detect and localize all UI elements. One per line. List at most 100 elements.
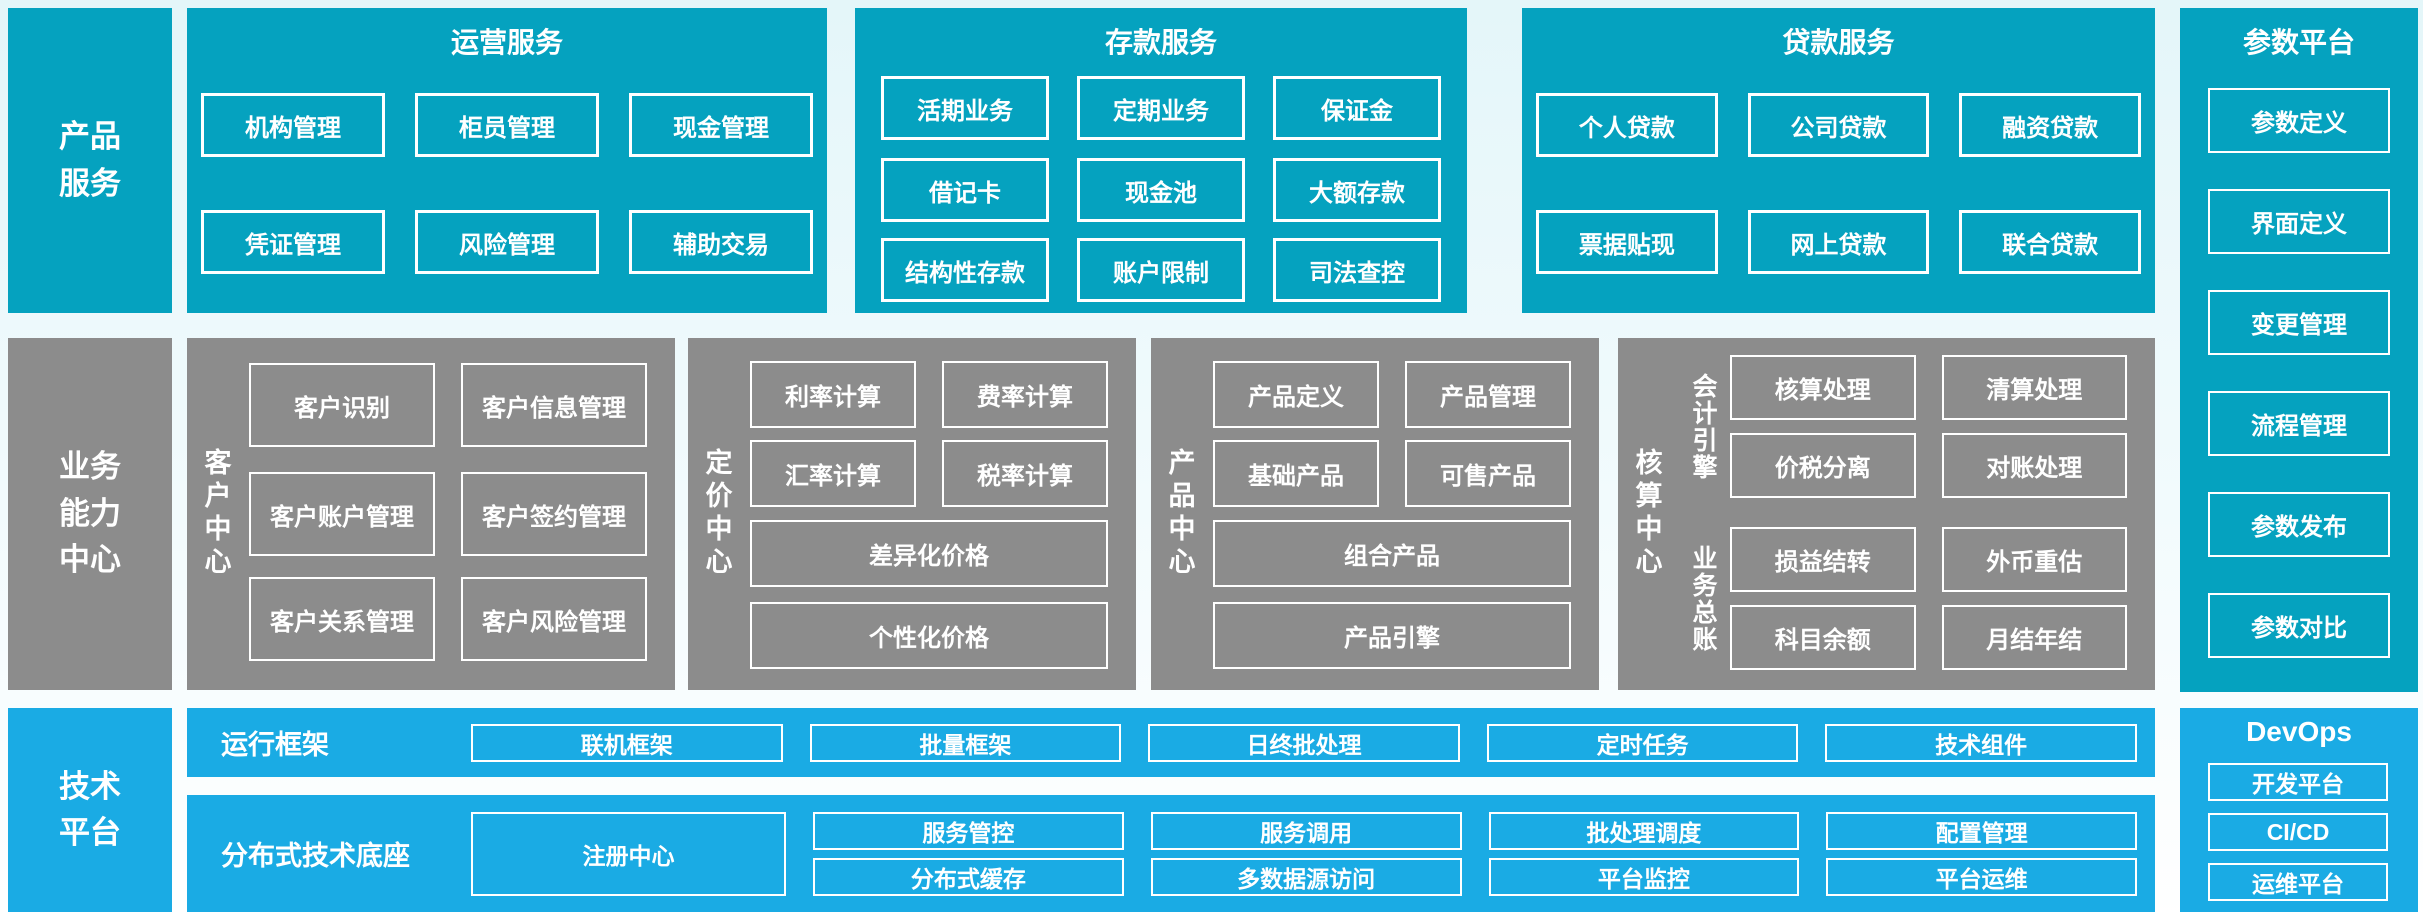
registry-center-box: 注册中心 (471, 811, 786, 896)
service-box: 风险管理 (415, 210, 599, 274)
service-box: 账户限制 (1077, 238, 1245, 302)
service-box: 定时任务 (1486, 723, 1799, 762)
box-column: 开发平台 CI/CD 运维平台 (2208, 763, 2388, 901)
accounting-engine-group: 会计引擎 核算处理 清算处理 价税分离 对账处理 (1676, 355, 2127, 498)
box-row: 活期业务 定期业务 保证金 (881, 76, 1441, 140)
service-box: 组合产品 (1213, 520, 1571, 587)
service-box: 现金池 (1077, 158, 1245, 222)
group-vertical-label: 会计引擎 (1689, 372, 1717, 481)
service-box: 开发平台 (2208, 763, 2388, 801)
service-box: 联机框架 (471, 723, 783, 762)
box-grid: 损益结转 外币重估 科目余额 月结年结 (1730, 527, 2127, 670)
section-deposit-services: 存款服务 活期业务 定期业务 保证金 借记卡 现金池 大额存款 结构性存款 账户… (855, 8, 1467, 313)
section-content: 利率计算 费率计算 汇率计算 税率计算 差异化价格 个性化价格 (746, 338, 1136, 690)
section-operations-services: 运营服务 机构管理 柜员管理 现金管理 凭证管理 风险管理 辅助交易 (187, 8, 827, 313)
section-title: 参数平台 (2242, 27, 2355, 58)
service-box: 分布式缓存 (813, 857, 1124, 896)
box-row: 利率计算 费率计算 (750, 361, 1108, 428)
service-box: 界面定义 (2208, 189, 2390, 254)
service-box: 平台运维 (1826, 857, 2137, 896)
band-label-product-services: 产品 服务 (8, 8, 172, 313)
service-box: 产品定义 (1213, 361, 1379, 428)
box-row: 客户识别 客户信息管理 (249, 363, 647, 447)
service-box: 现金管理 (629, 93, 813, 157)
section-distributed-tech-base: 分布式技术底座 注册中心 服务管控 服务调用 批处理调度 配置管理 分布式缓存 … (187, 795, 2155, 912)
box-row: 个性化价格 (750, 602, 1108, 669)
service-box: 税率计算 (942, 440, 1108, 507)
service-box: 变更管理 (2208, 290, 2390, 355)
box-row: 基础产品 可售产品 (1213, 440, 1571, 507)
section-content: 会计引擎 核算处理 清算处理 价税分离 对账处理 业务总账 损益结转 外币重估 … (1676, 338, 2155, 690)
section-vertical-title: 定价中心 (701, 448, 732, 580)
band-label-business-capability: 业务 能力 中心 (8, 338, 172, 690)
service-box: 服务调用 (1150, 811, 1462, 850)
service-box: 差异化价格 (750, 520, 1108, 587)
service-box: 月结年结 (1941, 605, 2127, 670)
box-row: 票据贴现 网上贷款 联合贷款 (1536, 210, 2142, 274)
service-box: 客户关系管理 (249, 577, 435, 661)
box-row: 客户账户管理 客户签约管理 (249, 472, 647, 556)
section-title: DevOps (2246, 716, 2352, 747)
service-box: 核算处理 (1730, 355, 1916, 420)
service-box: 结构性存款 (881, 238, 1049, 302)
service-box: 辅助交易 (629, 210, 813, 274)
box-row: 结构性存款 账户限制 司法查控 (881, 238, 1441, 302)
service-box: 客户识别 (249, 363, 435, 447)
service-box: 利率计算 (750, 361, 916, 428)
service-box: 基础产品 (1213, 440, 1379, 507)
section-product-center: 产品中心 产品定义 产品管理 基础产品 可售产品 组合产品 产品引擎 (1151, 338, 1599, 690)
section-pricing-center: 定价中心 利率计算 费率计算 汇率计算 税率计算 差异化价格 个性化价格 (688, 338, 1136, 690)
row-label: 运行框架 (221, 730, 329, 760)
service-box: 融资贷款 (1959, 93, 2142, 157)
box-row: 汇率计算 税率计算 (750, 440, 1108, 507)
service-box: 平台监控 (1488, 857, 1800, 896)
section-devops: DevOps 开发平台 CI/CD 运维平台 (2180, 708, 2418, 912)
service-box: 客户信息管理 (461, 363, 647, 447)
service-box: 机构管理 (201, 93, 385, 157)
service-box: 参数定义 (2208, 88, 2390, 153)
section-vertical-title: 核算中心 (1631, 448, 1662, 580)
service-box: 司法查控 (1273, 238, 1441, 302)
service-box: 柜员管理 (415, 93, 599, 157)
section-customer-center: 客户中心 客户识别 客户信息管理 客户账户管理 客户签约管理 客户关系管理 客户… (187, 338, 675, 690)
service-box: CI/CD (2208, 813, 2388, 851)
service-box: 凭证管理 (201, 210, 385, 274)
service-box: 流程管理 (2208, 391, 2390, 456)
box-row: 借记卡 现金池 大额存款 (881, 158, 1441, 222)
business-ledger-group: 业务总账 损益结转 外币重估 科目余额 月结年结 (1676, 527, 2127, 670)
section-title: 贷款服务 (1782, 27, 1895, 58)
service-box: 参数对比 (2208, 593, 2390, 658)
service-box: 定期业务 (1077, 76, 1245, 140)
section-runtime-framework: 运行框架 联机框架 批量框架 日终批处理 定时任务 技术组件 (187, 708, 2155, 777)
group-vertical-label: 业务总账 (1689, 544, 1717, 653)
service-box: 技术组件 (1825, 723, 2137, 762)
box-grid: 服务管控 服务调用 批处理调度 配置管理 分布式缓存 多数据源访问 平台监控 平… (813, 811, 2155, 896)
box-row: 组合产品 (1213, 520, 1571, 587)
service-box: 客户签约管理 (461, 472, 647, 556)
box-row: 客户关系管理 客户风险管理 (249, 577, 647, 661)
service-box: 产品引擎 (1213, 602, 1571, 669)
section-vertical-title: 产品中心 (1164, 448, 1195, 580)
box-row: 凭证管理 风险管理 辅助交易 (201, 210, 813, 274)
section-accounting-center: 核算中心 会计引擎 核算处理 清算处理 价税分离 对账处理 业务总账 损益结转 … (1618, 338, 2155, 690)
service-box: 个人贷款 (1536, 93, 1718, 157)
box-row: 机构管理 柜员管理 现金管理 (201, 93, 813, 157)
service-box: 日终批处理 (1148, 723, 1460, 762)
service-box: 网上贷款 (1747, 210, 1930, 274)
band-label-tech-platform: 技术 平台 (8, 708, 172, 912)
service-box: 参数发布 (2208, 492, 2390, 557)
row-label: 分布式技术底座 (221, 841, 410, 871)
service-box: 个性化价格 (750, 602, 1108, 669)
service-box: 价税分离 (1730, 433, 1916, 498)
service-box: 借记卡 (881, 158, 1049, 222)
service-box: 活期业务 (881, 76, 1049, 140)
service-box: 科目余额 (1730, 605, 1916, 670)
service-box: 票据贴现 (1536, 210, 1718, 274)
section-content: 产品定义 产品管理 基础产品 可售产品 组合产品 产品引擎 (1209, 338, 1599, 690)
service-box: 配置管理 (1826, 811, 2137, 850)
service-box: 服务管控 (813, 811, 1124, 850)
service-box: 外币重估 (1941, 527, 2127, 592)
section-title: 存款服务 (1104, 27, 1217, 58)
service-box: 运维平台 (2208, 863, 2388, 901)
